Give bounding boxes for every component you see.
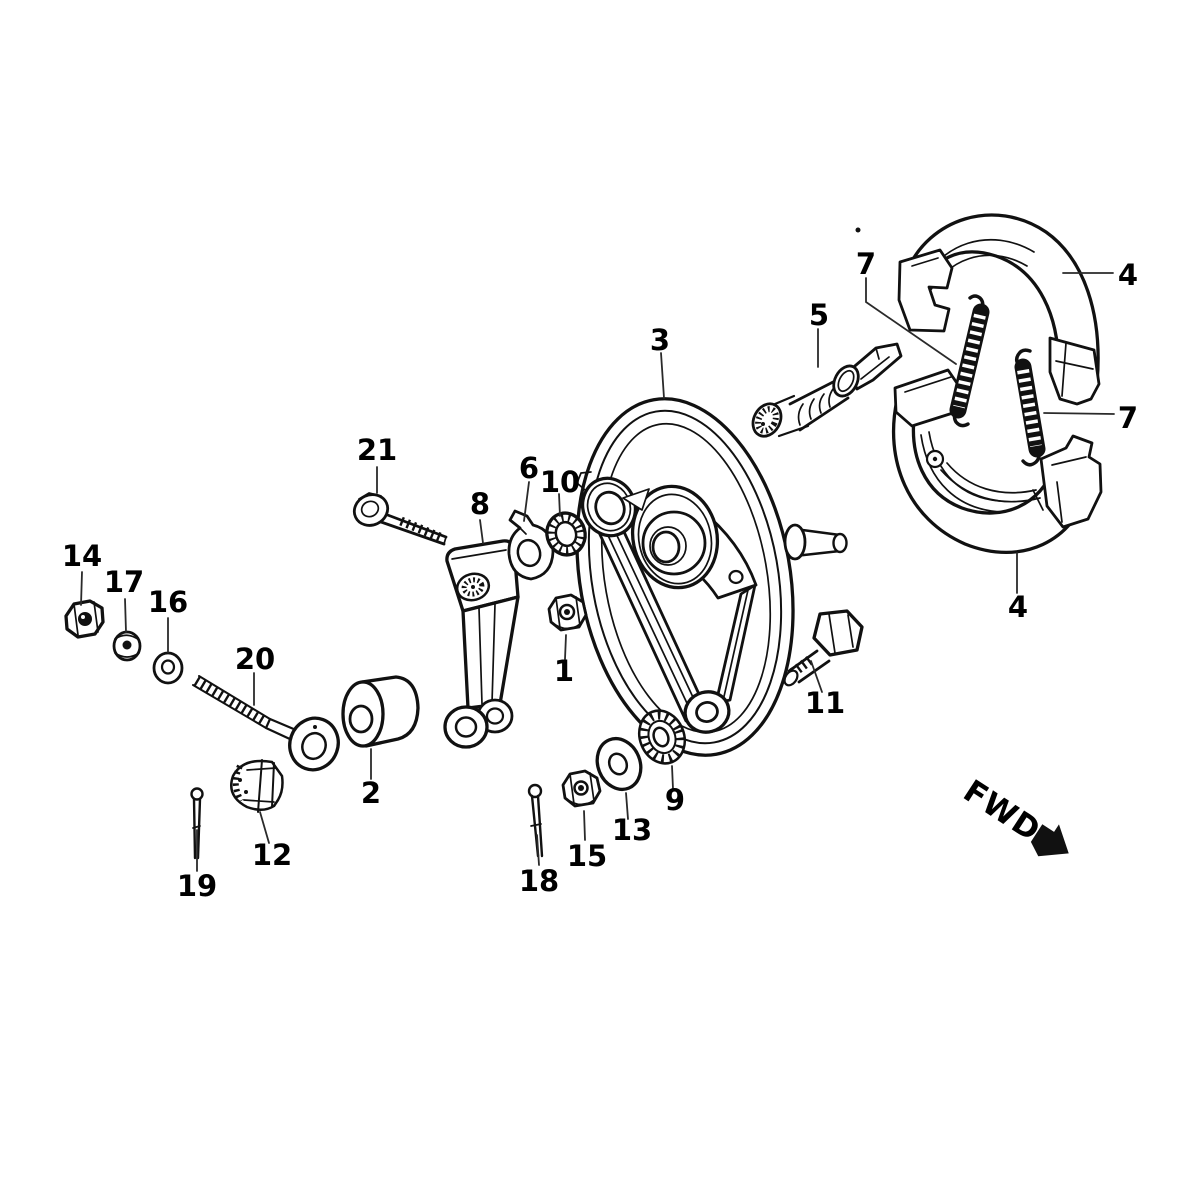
leader-9 bbox=[671, 765, 674, 790]
stray-dot bbox=[855, 227, 861, 233]
callout-13: 13 bbox=[612, 813, 652, 847]
callout-19: 19 bbox=[177, 869, 217, 903]
rim-tab bbox=[576, 471, 592, 491]
part-1-nut bbox=[547, 593, 588, 632]
fwd-indicator: FWD bbox=[957, 773, 1069, 857]
part-2-spacer-collar bbox=[341, 675, 420, 748]
callout-7-top: 7 bbox=[856, 247, 876, 281]
callout-11: 11 bbox=[805, 686, 845, 720]
part-4-brake-shoe-upper bbox=[897, 213, 1101, 406]
leader-7a bbox=[865, 277, 957, 365]
leader-lines bbox=[80, 272, 1115, 872]
leader-3 bbox=[660, 352, 665, 399]
leader-6 bbox=[523, 481, 530, 522]
callout-4-bottom: 4 bbox=[1008, 590, 1028, 624]
fwd-arrow-icon bbox=[1030, 824, 1069, 857]
part-5-brake-cam bbox=[751, 342, 903, 438]
part-15-nut bbox=[561, 769, 602, 808]
part-7-spring-rear bbox=[1014, 348, 1046, 467]
callout-17: 17 bbox=[104, 565, 144, 599]
callout-8: 8 bbox=[470, 487, 490, 521]
callout-4-top: 4 bbox=[1118, 258, 1138, 292]
callout-5: 5 bbox=[809, 298, 829, 332]
leader-13 bbox=[625, 792, 629, 820]
callout-18: 18 bbox=[519, 864, 559, 898]
part-7-spring-front bbox=[949, 294, 990, 428]
leader-10 bbox=[558, 493, 561, 517]
part-4-brake-shoe-lower bbox=[892, 368, 1103, 554]
part-12-adjusting-nut bbox=[230, 759, 284, 813]
part-9-serrated-washer bbox=[637, 709, 687, 765]
callout-15: 15 bbox=[567, 839, 607, 873]
callout-10: 10 bbox=[540, 465, 580, 499]
callout-14: 14 bbox=[62, 539, 102, 573]
callouts: 1 2 3 4 4 5 6 7 7 8 9 10 11 12 13 14 15 … bbox=[62, 247, 1138, 903]
callout-1: 1 bbox=[554, 654, 574, 688]
leader-17 bbox=[124, 598, 127, 633]
part-19-cotter-pin bbox=[190, 787, 204, 860]
part-16-washer bbox=[152, 651, 184, 685]
leader-12 bbox=[259, 811, 270, 844]
fwd-label: FWD bbox=[957, 773, 1047, 849]
part-anchor-pin bbox=[783, 523, 848, 561]
callout-2: 2 bbox=[361, 776, 381, 810]
callout-9: 9 bbox=[665, 783, 685, 817]
callout-20: 20 bbox=[235, 642, 275, 676]
leader-1 bbox=[564, 634, 567, 660]
callout-16: 16 bbox=[148, 585, 188, 619]
leader-14 bbox=[80, 571, 83, 606]
callout-21: 21 bbox=[357, 433, 397, 467]
callout-12: 12 bbox=[252, 838, 292, 872]
part-3-brake-panel bbox=[575, 397, 795, 757]
callout-7-right: 7 bbox=[1118, 401, 1138, 435]
leader-18 bbox=[536, 834, 540, 866]
part-18-cotter-pin bbox=[527, 783, 544, 858]
leader-8 bbox=[479, 519, 484, 544]
callout-6: 6 bbox=[519, 451, 539, 485]
part-17-nut bbox=[112, 630, 142, 662]
part-21-bolt bbox=[352, 492, 448, 546]
part-14-nut bbox=[64, 599, 105, 639]
leader-7b bbox=[1043, 412, 1115, 415]
part-20-brake-rod bbox=[192, 675, 340, 772]
part-6-indicator-plate bbox=[507, 509, 555, 581]
part-8-brake-arm bbox=[443, 539, 520, 749]
callout-3: 3 bbox=[650, 323, 670, 357]
part-13-washer bbox=[595, 736, 643, 792]
leader-15 bbox=[583, 810, 586, 841]
leader-11 bbox=[810, 660, 823, 693]
